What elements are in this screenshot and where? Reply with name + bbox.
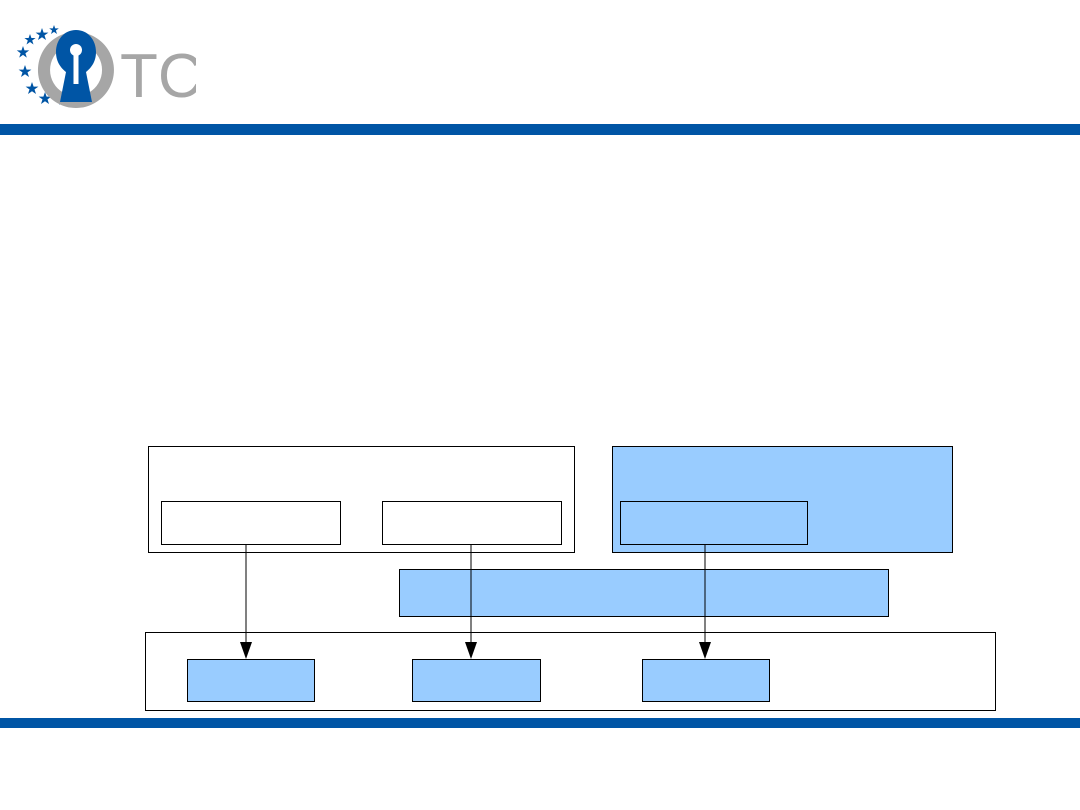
keyhole-dot-icon (70, 44, 82, 56)
bottom-box-3 (642, 659, 770, 702)
footer-accent-bar (0, 718, 1080, 728)
star-icon (49, 25, 59, 34)
arrow-2 (465, 545, 477, 659)
keyhole-slot-icon (73, 52, 79, 84)
star-icon (18, 65, 32, 77)
bottom-box-1 (187, 659, 315, 702)
arrowhead-down-icon (240, 642, 252, 659)
arrowhead-down-icon (699, 642, 711, 659)
left-inner-box-1 (161, 501, 341, 545)
arrow-3 (699, 545, 711, 659)
star-icon (24, 34, 36, 45)
logo-text: TC (120, 42, 196, 111)
left-inner-box-2 (382, 501, 562, 545)
arrow-1 (240, 545, 252, 659)
middle-bar-box (399, 569, 889, 617)
star-icon (25, 82, 39, 94)
star-icon (16, 46, 30, 58)
otc-logo: TC (16, 25, 196, 111)
header-accent-bar (0, 124, 1080, 135)
star-icon (38, 92, 52, 104)
arrowhead-down-icon (465, 642, 477, 659)
star-icon (35, 28, 49, 40)
bottom-box-2 (412, 659, 541, 702)
right-inner-box (620, 501, 808, 545)
